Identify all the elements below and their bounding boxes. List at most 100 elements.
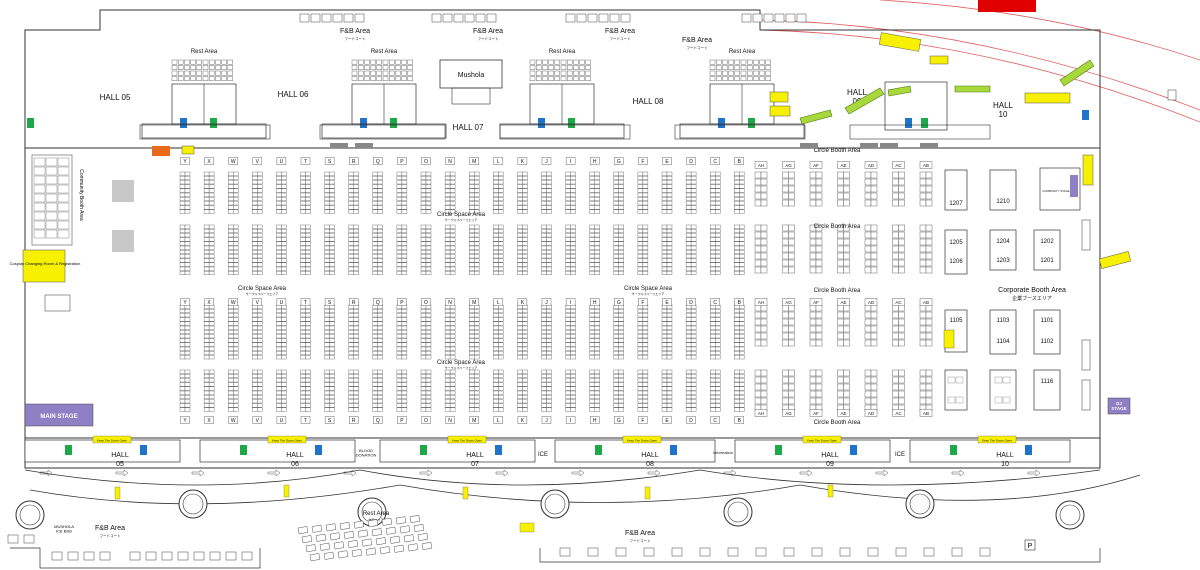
- circle-space-cell[interactable]: [329, 386, 335, 391]
- circle-space-cell[interactable]: [377, 224, 383, 229]
- circle-space-cell[interactable]: [517, 237, 523, 242]
- circle-space-cell[interactable]: [546, 399, 552, 404]
- circle-space-cell[interactable]: [685, 407, 692, 412]
- circle-booth-cell[interactable]: [754, 266, 762, 274]
- circle-space-cell[interactable]: [522, 382, 528, 387]
- circle-space-cell[interactable]: [228, 224, 234, 229]
- circle-booth-cell[interactable]: [898, 259, 905, 267]
- circle-booth-cell[interactable]: [809, 369, 817, 377]
- circle-space-cell[interactable]: [444, 407, 451, 412]
- circle-space-cell[interactable]: [348, 390, 354, 395]
- circle-space-cell[interactable]: [300, 188, 306, 193]
- circle-space-cell[interactable]: [469, 205, 475, 210]
- circle-space-cell[interactable]: [498, 355, 504, 360]
- circle-space-cell[interactable]: [324, 229, 330, 233]
- circle-space-cell[interactable]: [570, 262, 576, 267]
- circle-space-cell[interactable]: [233, 250, 239, 254]
- circle-space-cell[interactable]: [179, 237, 186, 242]
- circle-space-cell[interactable]: [690, 334, 697, 339]
- circle-space-cell[interactable]: [522, 325, 528, 330]
- circle-space-cell[interactable]: [372, 395, 378, 399]
- circle-space-cell[interactable]: [377, 266, 383, 271]
- circle-booth-cell[interactable]: [870, 224, 878, 232]
- circle-space-cell[interactable]: [589, 342, 595, 347]
- circle-space-cell[interactable]: [372, 309, 378, 313]
- circle-space-cell[interactable]: [444, 342, 451, 347]
- circle-space-cell[interactable]: [661, 374, 668, 378]
- circle-space-cell[interactable]: [739, 390, 745, 395]
- circle-space-cell[interactable]: [329, 407, 335, 412]
- circle-space-cell[interactable]: [613, 382, 619, 387]
- circle-space-cell[interactable]: [305, 407, 311, 412]
- circle-space-cell[interactable]: [179, 241, 186, 246]
- circle-space-cell[interactable]: [233, 258, 239, 263]
- circle-space-cell[interactable]: [715, 171, 721, 176]
- circle-space-cell[interactable]: [570, 188, 576, 193]
- circle-booth-cell[interactable]: [898, 171, 905, 179]
- circle-space-cell[interactable]: [474, 390, 480, 395]
- circle-space-cell[interactable]: [493, 258, 499, 263]
- circle-booth-cell[interactable]: [925, 192, 933, 200]
- circle-space-cell[interactable]: [179, 386, 186, 391]
- circle-space-cell[interactable]: [372, 233, 378, 238]
- circle-booth-cell[interactable]: [760, 397, 768, 405]
- circle-space-cell[interactable]: [203, 180, 210, 185]
- circle-space-cell[interactable]: [565, 188, 571, 193]
- circle-space-cell[interactable]: [618, 180, 624, 185]
- circle-space-cell[interactable]: [661, 245, 668, 250]
- community-booth-cell[interactable]: [57, 157, 70, 167]
- circle-booth-cell[interactable]: [919, 397, 927, 405]
- circle-space-cell[interactable]: [396, 266, 403, 271]
- circle-space-cell[interactable]: [233, 399, 239, 404]
- circle-space-cell[interactable]: [710, 197, 716, 201]
- circle-space-cell[interactable]: [281, 197, 287, 201]
- circle-space-cell[interactable]: [348, 197, 354, 201]
- circle-space-cell[interactable]: [420, 245, 427, 250]
- circle-space-cell[interactable]: [396, 258, 403, 263]
- circle-space-cell[interactable]: [715, 250, 721, 254]
- circle-space-cell[interactable]: [469, 313, 475, 318]
- circle-booth-cell[interactable]: [870, 252, 878, 260]
- circle-space-cell[interactable]: [396, 334, 403, 339]
- circle-space-cell[interactable]: [661, 355, 668, 360]
- circle-space-cell[interactable]: [734, 399, 740, 404]
- circle-space-cell[interactable]: [324, 321, 330, 326]
- circle-space-cell[interactable]: [281, 325, 287, 330]
- circle-space-cell[interactable]: [589, 224, 595, 229]
- circle-space-cell[interactable]: [184, 321, 191, 326]
- circle-space-cell[interactable]: [570, 254, 576, 259]
- circle-space-cell[interactable]: [401, 378, 408, 383]
- circle-space-cell[interactable]: [348, 313, 354, 318]
- circle-space-cell[interactable]: [348, 317, 354, 322]
- circle-space-cell[interactable]: [372, 346, 378, 351]
- circle-space-cell[interactable]: [184, 192, 191, 197]
- circle-space-cell[interactable]: [618, 369, 624, 374]
- circle-space-cell[interactable]: [469, 395, 475, 399]
- circle-space-cell[interactable]: [449, 355, 456, 360]
- circle-space-cell[interactable]: [425, 342, 432, 347]
- circle-booth-cell[interactable]: [898, 252, 905, 260]
- circle-space-cell[interactable]: [324, 346, 330, 351]
- circle-space-cell[interactable]: [541, 355, 547, 360]
- circle-space-cell[interactable]: [233, 342, 239, 347]
- circle-space-cell[interactable]: [715, 334, 721, 339]
- circle-space-cell[interactable]: [541, 241, 547, 246]
- circle-space-cell[interactable]: [498, 321, 504, 326]
- circle-space-cell[interactable]: [493, 233, 499, 238]
- circle-space-cell[interactable]: [377, 205, 383, 210]
- circle-space-cell[interactable]: [474, 237, 480, 242]
- circle-space-cell[interactable]: [690, 171, 697, 176]
- circle-space-cell[interactable]: [469, 224, 475, 229]
- circle-space-cell[interactable]: [372, 386, 378, 391]
- circle-space-cell[interactable]: [637, 321, 644, 326]
- circle-space-cell[interactable]: [474, 184, 480, 189]
- circle-space-cell[interactable]: [666, 330, 673, 334]
- circle-space-cell[interactable]: [444, 184, 451, 189]
- circle-booth-cell[interactable]: [919, 266, 927, 274]
- circle-space-cell[interactable]: [329, 262, 335, 267]
- circle-space-cell[interactable]: [324, 258, 330, 263]
- circle-space-cell[interactable]: [348, 262, 354, 267]
- circle-space-cell[interactable]: [276, 330, 282, 334]
- circle-space-cell[interactable]: [324, 245, 330, 250]
- circle-space-cell[interactable]: [710, 229, 716, 233]
